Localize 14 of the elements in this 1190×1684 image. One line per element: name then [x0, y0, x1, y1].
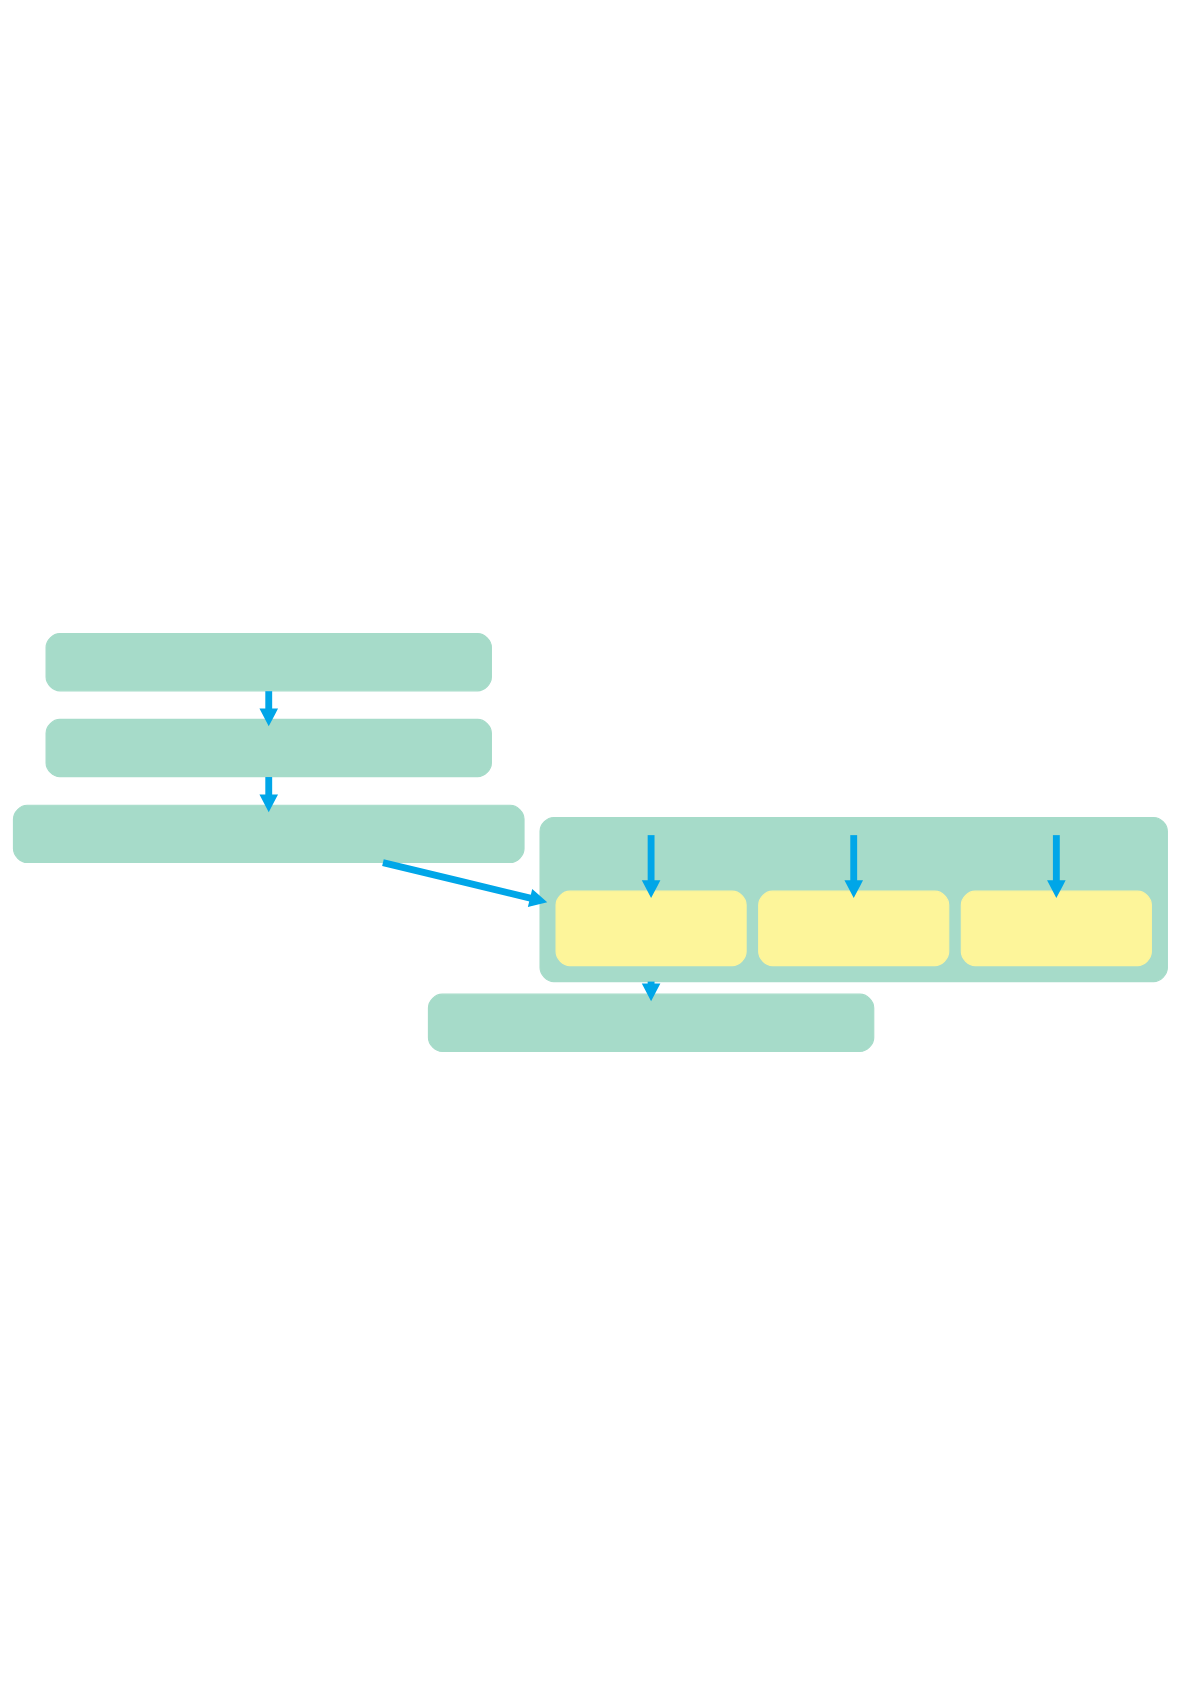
arrow	[382, 858, 548, 907]
arrow	[641, 834, 661, 898]
arrow	[1047, 834, 1066, 898]
arrow	[259, 776, 279, 812]
cluster	[539, 816, 1168, 982]
node-box	[960, 890, 1152, 966]
arrow	[259, 690, 279, 726]
node-box	[45, 632, 492, 691]
node-box	[45, 718, 492, 777]
node-box	[12, 804, 525, 863]
node-box	[758, 890, 950, 966]
node-box	[427, 993, 875, 1052]
node-box	[555, 890, 747, 966]
arrow	[844, 834, 863, 898]
